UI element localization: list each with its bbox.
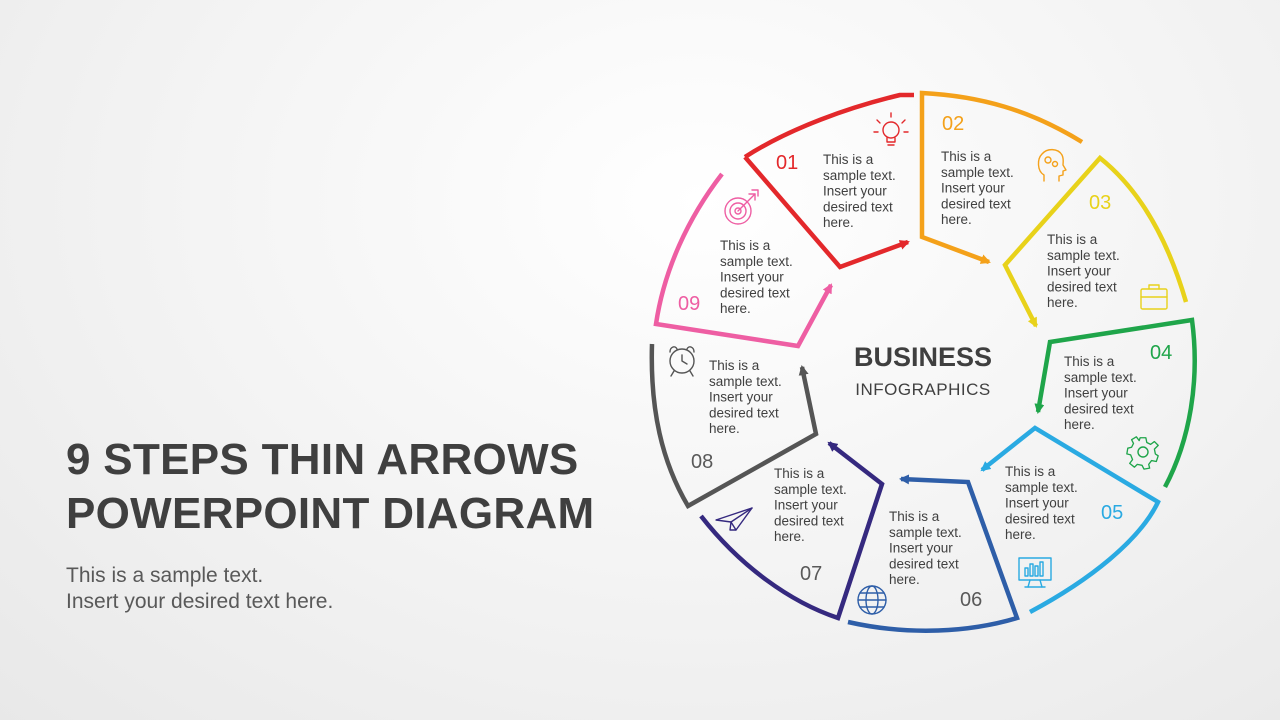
monitor-chart-icon bbox=[1018, 557, 1052, 588]
step-08-number: 08 bbox=[691, 451, 713, 473]
target-arrow-icon bbox=[724, 189, 759, 225]
center-subtitle: INFOGRAPHICS bbox=[855, 380, 990, 399]
step-02-segment bbox=[919, 90, 1084, 265]
step-02-number: 02 bbox=[942, 113, 964, 135]
slide-title-line-2: POWERPOINT DIAGRAM bbox=[66, 489, 595, 538]
briefcase-icon bbox=[1140, 284, 1168, 310]
step-03-number: 03 bbox=[1089, 192, 1111, 214]
step-09-segment bbox=[653, 172, 833, 349]
slide-title-line-1: 9 STEPS THIN ARROWS bbox=[66, 435, 579, 484]
step-01-segment bbox=[743, 92, 914, 270]
center-title: BUSINESS bbox=[854, 342, 992, 372]
lightbulb-icon bbox=[873, 112, 909, 146]
slide-subtitle-line-2: Insert your desired text here. bbox=[66, 590, 334, 613]
step-08-segment bbox=[649, 343, 819, 510]
step-09-number: 09 bbox=[678, 293, 700, 315]
step-05-number: 05 bbox=[1101, 502, 1123, 524]
step-01-number: 01 bbox=[776, 152, 798, 174]
alarm-clock-icon bbox=[669, 346, 695, 377]
step-04-segment bbox=[1034, 317, 1197, 489]
slide-subtitle: This is a sample text. Insert your desir… bbox=[66, 563, 333, 615]
step-03-segment bbox=[1002, 154, 1189, 328]
gear-icon bbox=[1126, 436, 1159, 470]
slide-subtitle-line-1: This is a sample text. bbox=[66, 564, 264, 587]
step-06-segment bbox=[847, 474, 1020, 633]
step-07-segment bbox=[699, 441, 885, 621]
paper-plane-icon bbox=[715, 507, 753, 531]
step-06-number: 06 bbox=[960, 589, 982, 611]
globe-icon bbox=[857, 585, 887, 615]
step-07-number: 07 bbox=[800, 563, 822, 585]
step-05-segment bbox=[980, 425, 1161, 614]
step-04-number: 04 bbox=[1150, 342, 1172, 364]
head-gears-icon bbox=[1037, 148, 1067, 182]
slide-title: 9 STEPS THIN ARROWS POWERPOINT DIAGRAM bbox=[66, 433, 595, 541]
